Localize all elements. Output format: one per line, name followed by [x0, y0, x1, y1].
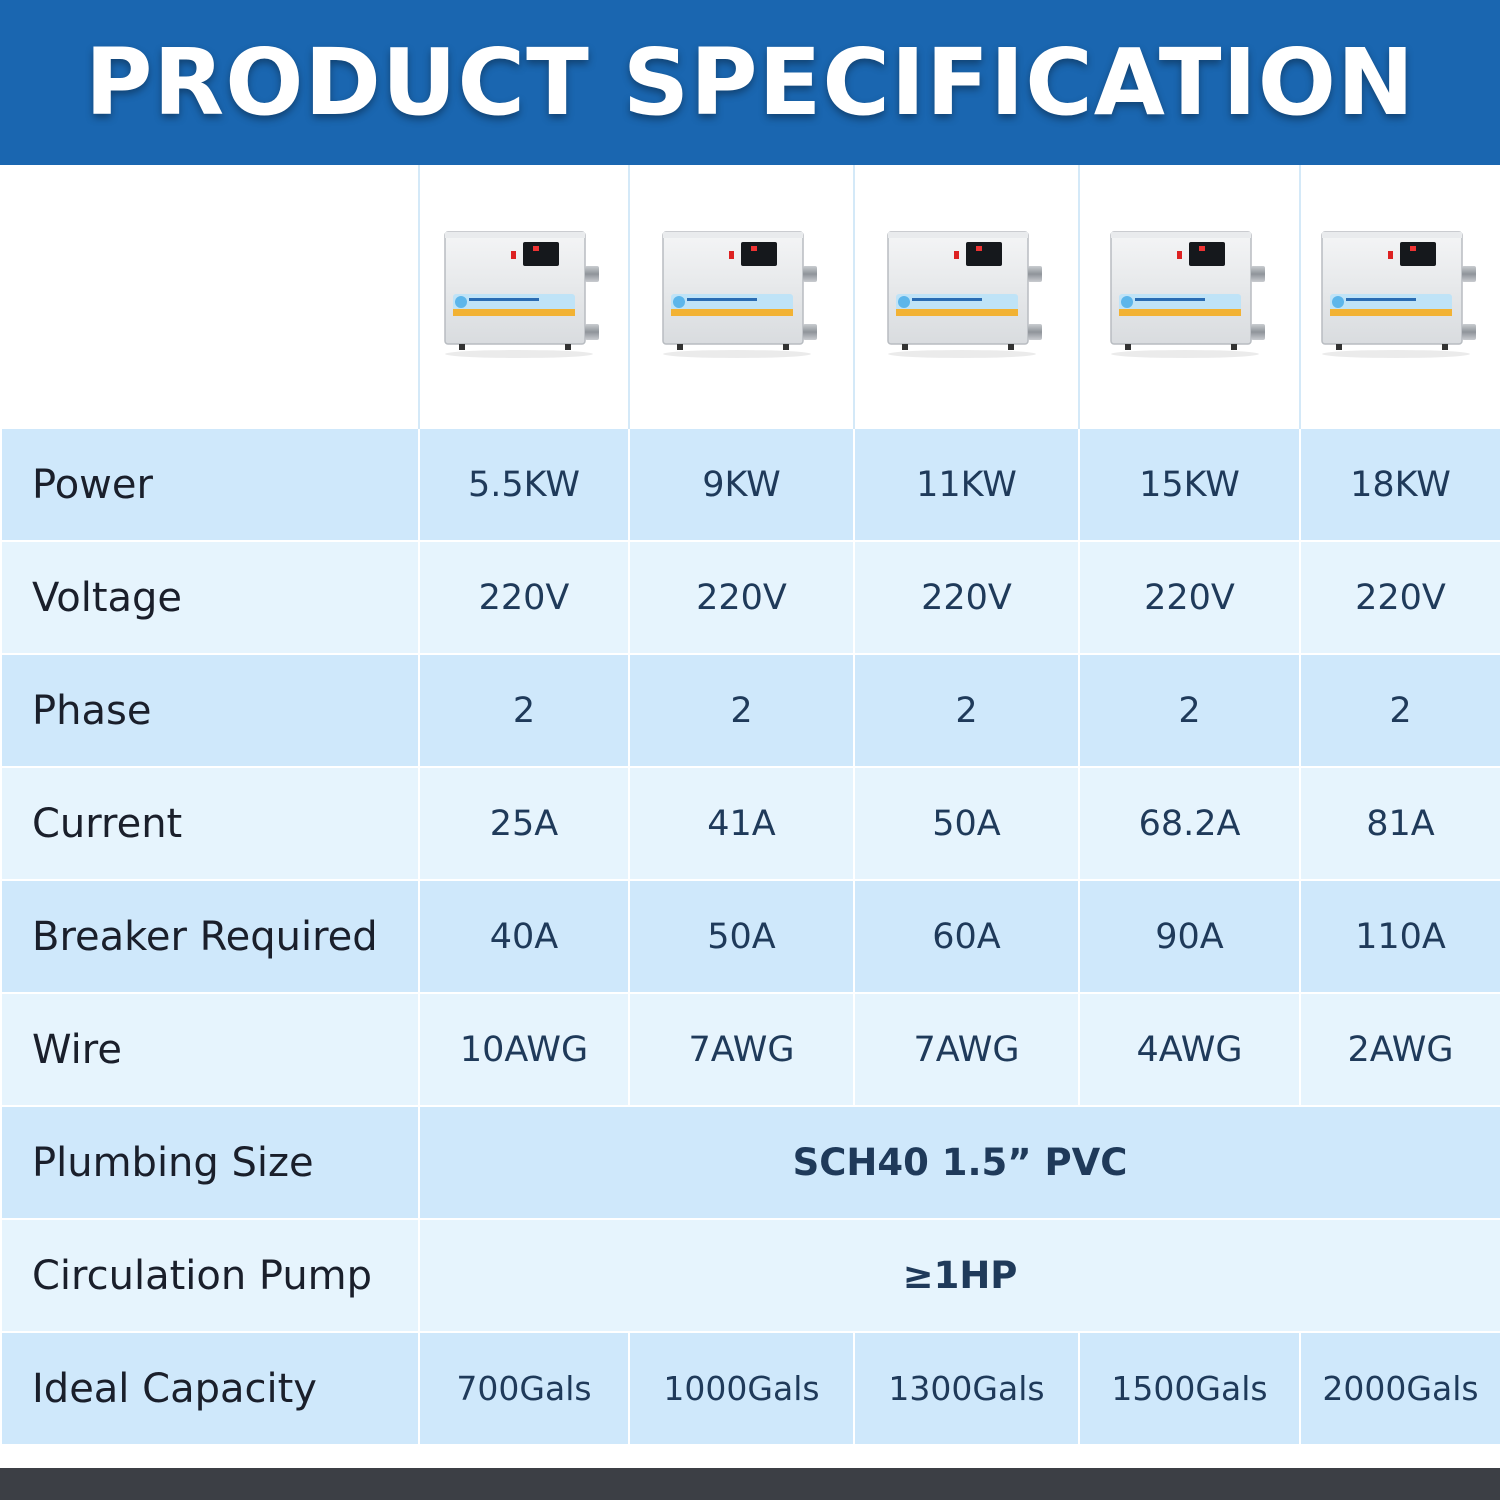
cell-value: 15KW — [1078, 427, 1301, 542]
cell-value: 90A — [1078, 879, 1301, 994]
spec-row-wire: Wire 10AWG 7AWG 7AWG 4AWG 2AWG — [0, 992, 1500, 1107]
cell-value: 7AWG — [628, 992, 855, 1107]
header-banner: PRODUCT SPECIFICATION — [0, 0, 1500, 165]
row-label: Plumbing Size — [0, 1105, 420, 1220]
cell-value: 220V — [1299, 540, 1500, 655]
cell-value: 5.5KW — [418, 427, 630, 542]
spec-row-pump: Circulation Pump ≥1HP — [0, 1218, 1500, 1333]
cell-value: 2 — [1299, 653, 1500, 768]
spec-row-capacity: Ideal Capacity 700Gals 1000Gals 1300Gals… — [0, 1331, 1500, 1446]
pool-heater-image — [661, 231, 817, 358]
cell-value: 50A — [628, 879, 855, 994]
pool-heater-image — [1321, 231, 1476, 358]
row-label: Current — [0, 766, 420, 881]
cell-value: 700Gals — [418, 1331, 630, 1446]
product-image-cell — [629, 165, 855, 428]
merged-value: ≥1HP — [418, 1218, 1500, 1333]
cell-value: 2AWG — [1299, 992, 1500, 1107]
cell-value: 220V — [418, 540, 630, 655]
row-label: Wire — [0, 992, 420, 1107]
pool-heater-image — [444, 231, 599, 358]
cell-value: 110A — [1299, 879, 1500, 994]
cell-value: 11KW — [853, 427, 1080, 542]
cell-value: 41A — [628, 766, 855, 881]
cell-value: 220V — [853, 540, 1080, 655]
spec-table: Power 5.5KW 9KW 11KW 15KW 18KW Voltage 2… — [0, 165, 1500, 1446]
merged-value: SCH40 1.5” PVC — [418, 1105, 1500, 1220]
image-row — [1, 165, 1500, 428]
product-image-cell — [854, 165, 1080, 428]
row-label: Ideal Capacity — [0, 1331, 420, 1446]
row-label: Circulation Pump — [0, 1218, 420, 1333]
cell-value: 7AWG — [853, 992, 1080, 1107]
cell-value: 2000Gals — [1299, 1331, 1500, 1446]
cell-value: 220V — [1078, 540, 1301, 655]
product-image-cell — [419, 165, 630, 428]
cell-value: 40A — [418, 879, 630, 994]
spec-row-current: Current 25A 41A 50A 68.2A 81A — [0, 766, 1500, 881]
product-image-cell — [1079, 165, 1301, 428]
cell-value: 50A — [853, 766, 1080, 881]
cell-value: 81A — [1299, 766, 1500, 881]
cell-value: 2 — [853, 653, 1080, 768]
spec-row-voltage: Voltage 220V 220V 220V 220V 220V — [0, 540, 1500, 655]
spec-row-plumbing: Plumbing Size SCH40 1.5” PVC — [0, 1105, 1500, 1220]
cell-value: 4AWG — [1078, 992, 1301, 1107]
cell-value: 2 — [1078, 653, 1301, 768]
cell-value: 25A — [418, 766, 630, 881]
pool-heater-image — [886, 231, 1042, 358]
cell-value: 68.2A — [1078, 766, 1301, 881]
cell-value: 220V — [628, 540, 855, 655]
pool-heater-image — [1109, 231, 1265, 358]
cell-value: 2 — [628, 653, 855, 768]
row-label: Breaker Required — [0, 879, 420, 994]
cell-value: 18KW — [1299, 427, 1500, 542]
cell-value: 9KW — [628, 427, 855, 542]
cell-value: 1000Gals — [628, 1331, 855, 1446]
product-image-cell — [1300, 165, 1500, 428]
cell-value: 1300Gals — [853, 1331, 1080, 1446]
row-label: Voltage — [0, 540, 420, 655]
empty-header-cell — [1, 165, 420, 428]
cell-value: 1500Gals — [1078, 1331, 1301, 1446]
cell-value: 60A — [853, 879, 1080, 994]
page-title: PRODUCT SPECIFICATION — [85, 29, 1415, 136]
row-label: Power — [0, 427, 420, 542]
spec-row-power: Power 5.5KW 9KW 11KW 15KW 18KW — [0, 427, 1500, 542]
spec-row-breaker: Breaker Required 40A 50A 60A 90A 110A — [0, 879, 1500, 994]
cell-value: 2 — [418, 653, 630, 768]
spec-row-phase: Phase 2 2 2 2 2 — [0, 653, 1500, 768]
cell-value: 10AWG — [418, 992, 630, 1107]
footer-bar — [0, 1468, 1500, 1500]
row-label: Phase — [0, 653, 420, 768]
